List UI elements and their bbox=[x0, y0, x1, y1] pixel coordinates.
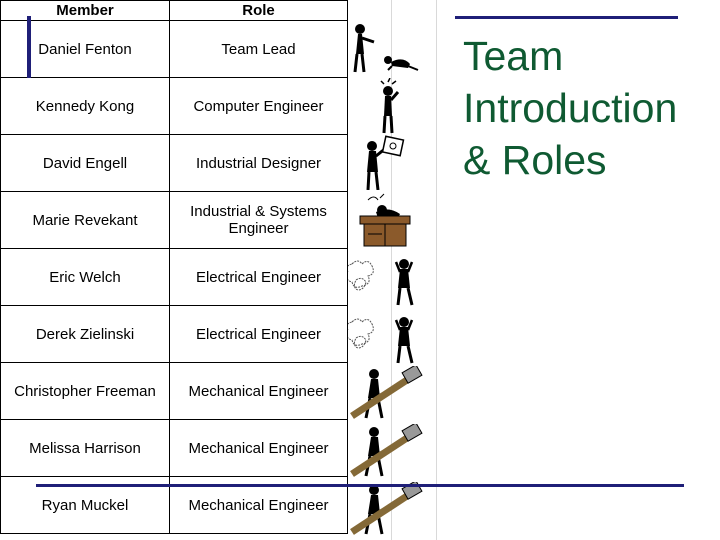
team-roles-table: Member Role Daniel Fenton Team Lead Kenn… bbox=[0, 0, 348, 534]
figure-pointing-kneeling-icon bbox=[348, 20, 438, 76]
frustrated-figure-with-scribbles-icon bbox=[348, 308, 438, 364]
accent-line-bottom bbox=[36, 484, 684, 487]
table-row: Kennedy Kong Computer Engineer bbox=[0, 77, 348, 135]
table-row: Derek Zielinski Electrical Engineer bbox=[0, 305, 348, 363]
table-row: Eric Welch Electrical Engineer bbox=[0, 248, 348, 306]
clipart-column bbox=[348, 0, 438, 540]
member-name: David Engell bbox=[0, 134, 170, 192]
accent-line-left bbox=[27, 16, 31, 78]
member-name: Eric Welch bbox=[0, 248, 170, 306]
member-role: Industrial & Systems Engineer bbox=[169, 191, 348, 249]
title-line: Introduction bbox=[463, 85, 678, 131]
desk-with-sleeping-figure-icon bbox=[348, 192, 438, 248]
member-role: Team Lead bbox=[169, 20, 348, 78]
member-name: Derek Zielinski bbox=[0, 305, 170, 363]
member-role: Industrial Designer bbox=[169, 134, 348, 192]
member-name: Kennedy Kong bbox=[0, 77, 170, 135]
member-role: Mechanical Engineer bbox=[169, 362, 348, 420]
figure-lightbulb-icon bbox=[348, 78, 438, 134]
member-column-header: Member bbox=[0, 0, 170, 21]
figure-carrying-hammer-icon bbox=[348, 424, 438, 480]
member-name: Marie Revekant bbox=[0, 191, 170, 249]
figure-carrying-hammer-icon bbox=[348, 482, 438, 538]
table-row: Marie Revekant Industrial & Systems Engi… bbox=[0, 191, 348, 249]
table-header-row: Member Role bbox=[0, 0, 348, 21]
member-role: Electrical Engineer bbox=[169, 248, 348, 306]
title-line: & Roles bbox=[463, 137, 607, 183]
grid-line bbox=[391, 0, 392, 540]
figure-carrying-hammer-icon bbox=[348, 366, 438, 422]
table-row: David Engell Industrial Designer bbox=[0, 134, 348, 192]
title-line: Team bbox=[463, 33, 564, 79]
role-column-header: Role bbox=[169, 0, 348, 21]
table-row: Melissa Harrison Mechanical Engineer bbox=[0, 419, 348, 477]
member-name: Christopher Freeman bbox=[0, 362, 170, 420]
table-row: Christopher Freeman Mechanical Engineer bbox=[0, 362, 348, 420]
member-role: Mechanical Engineer bbox=[169, 419, 348, 477]
figure-with-sign-icon bbox=[348, 134, 438, 190]
member-role: Electrical Engineer bbox=[169, 305, 348, 363]
member-role: Computer Engineer bbox=[169, 77, 348, 135]
grid-line bbox=[436, 0, 437, 540]
member-name: Daniel Fenton bbox=[0, 20, 170, 78]
accent-line-top bbox=[455, 16, 678, 19]
table-row: Daniel Fenton Team Lead bbox=[0, 20, 348, 78]
member-name: Melissa Harrison bbox=[0, 419, 170, 477]
slide-title: Team Introduction & Roles bbox=[463, 30, 713, 186]
frustrated-figure-with-scribbles-icon bbox=[348, 250, 438, 306]
